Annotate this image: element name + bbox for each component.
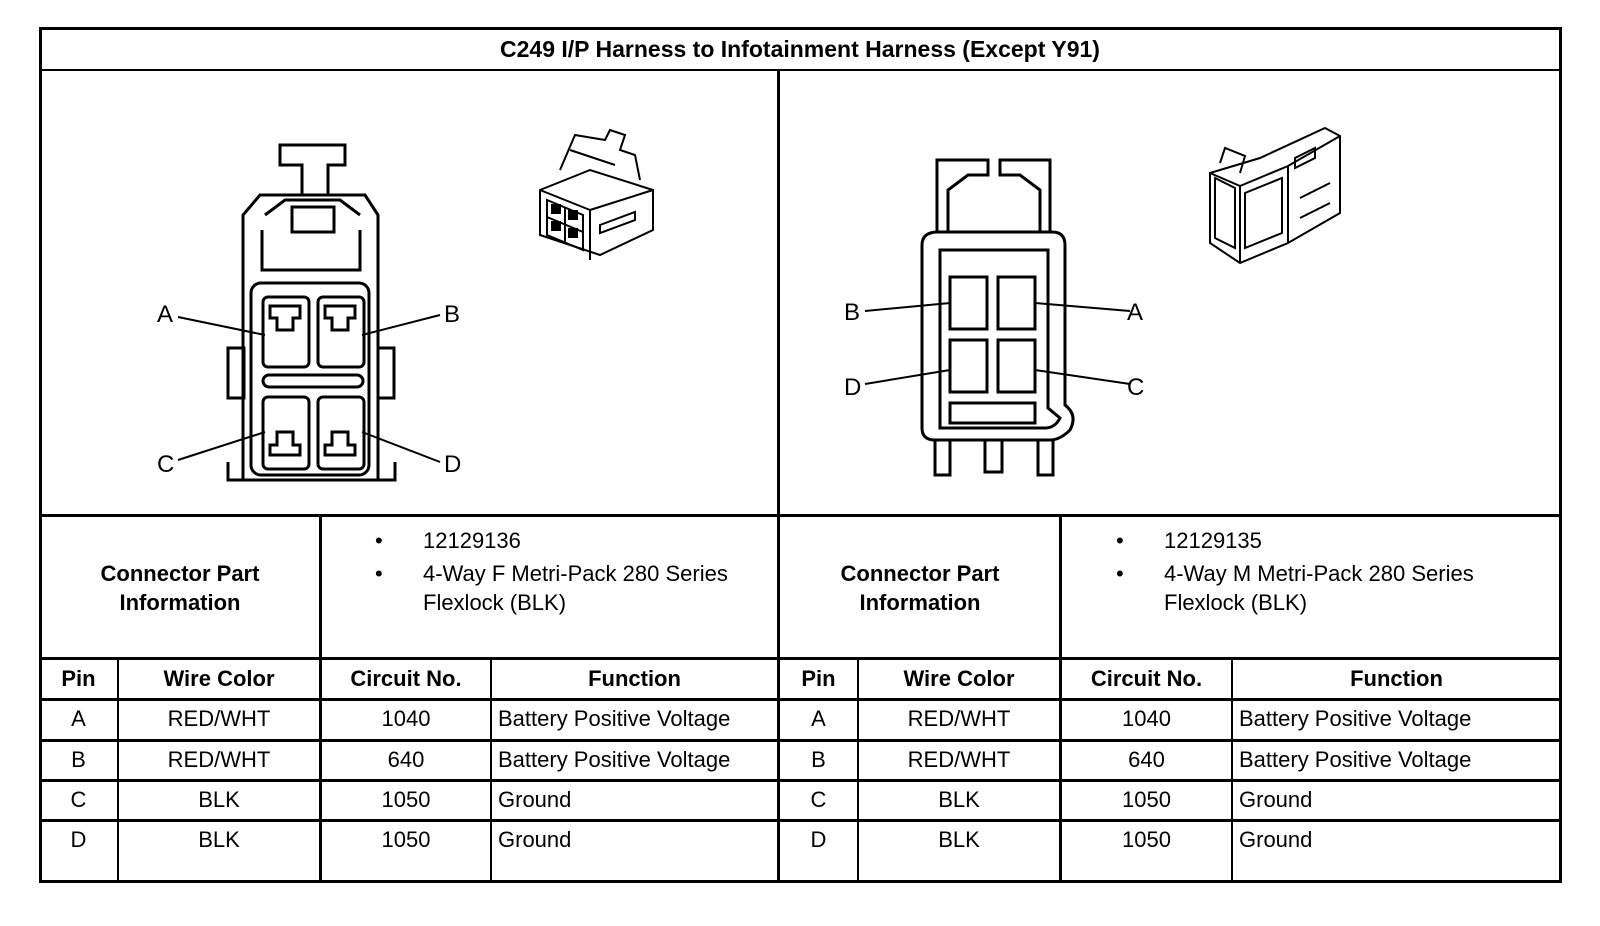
table-cell: BLK (938, 787, 980, 812)
header-wire-color-left: Wire Color (163, 666, 275, 691)
table-cell: BLK (198, 787, 240, 812)
pin-label-c-male: C (1127, 374, 1144, 401)
table-cell: 1050 (1122, 787, 1171, 812)
col-divider-l3 (490, 657, 492, 882)
row-divider-3 (40, 819, 1560, 822)
col-divider-r1 (857, 657, 859, 882)
bullet-icon: • (1116, 528, 1124, 553)
header-wire-color-right: Wire Color (903, 666, 1015, 691)
table-cell: Battery Positive Voltage (1239, 747, 1472, 772)
part-description-right: 4-Way M Metri-Pack 280 Series Flexlock (… (1164, 561, 1474, 615)
table-cell: C (70, 787, 87, 812)
header-row-top (40, 657, 1560, 660)
table-cell: RED/WHT (907, 706, 1011, 731)
table-cell: B (71, 747, 86, 772)
col-divider-l1 (117, 657, 119, 882)
header-pin-left: Pin (61, 666, 96, 691)
diagram-title: C249 I/P Harness to Infotainment Harness… (500, 36, 1100, 62)
table-cell: A (811, 706, 826, 731)
pin-label-a-male: A (1127, 299, 1143, 326)
table-cell: 1040 (1122, 706, 1171, 731)
col-divider-r3 (1231, 657, 1233, 882)
drawing-divider (40, 514, 1560, 517)
table-cell: Ground (498, 787, 572, 812)
title-divider (40, 69, 1560, 71)
female-connector-face-drawing: A B C D (157, 143, 461, 482)
female-connector-isometric-illustration (539, 128, 654, 260)
table-cell: RED/WHT (907, 747, 1011, 772)
part-number-right: 12129135 (1164, 528, 1262, 553)
table-cell: RED/WHT (167, 706, 271, 731)
bullet-icon: • (375, 561, 383, 586)
pin-label-b: B (444, 301, 460, 328)
table-cell: Ground (498, 827, 572, 852)
table-cell: Battery Positive Voltage (498, 747, 731, 772)
pin-label-d: D (444, 451, 461, 478)
header-function-right: Function (1350, 666, 1443, 691)
table-cell: 640 (387, 747, 425, 772)
table-cell: BLK (198, 827, 240, 852)
bullet-icon: • (1116, 561, 1124, 586)
table-cell: 1040 (381, 706, 431, 731)
connector-part-info-label-left: Connector Part Information (100, 561, 260, 615)
pin-label-b-male: B (844, 299, 860, 326)
row-divider-1 (40, 739, 1560, 742)
table-cell: BLK (938, 827, 980, 852)
table-cell: Ground (1239, 787, 1313, 812)
table-cell: 1050 (1122, 827, 1171, 852)
table-cell: D (70, 827, 87, 852)
header-function-left: Function (588, 666, 681, 691)
table-cell: Ground (1239, 827, 1313, 852)
bullet-icon: • (375, 528, 383, 553)
table-cell: 1050 (381, 827, 431, 852)
table-cell: D (810, 827, 827, 852)
table-cell: B (811, 747, 826, 772)
row-divider-2 (40, 779, 1560, 782)
part-number-left: 12129136 (423, 528, 521, 553)
header-circuit-left: Circuit No. (350, 666, 462, 691)
pin-label-a: A (157, 301, 173, 328)
table-cell: Battery Positive Voltage (1239, 706, 1472, 731)
table-cell: A (71, 706, 86, 731)
pin-label-d-male: D (844, 374, 861, 401)
header-row-bottom (40, 698, 1560, 701)
part-description-left: 4-Way F Metri-Pack 280 Series Flexlock (… (423, 561, 728, 615)
pin-label-c: C (157, 451, 174, 478)
table-cell: C (810, 787, 827, 812)
header-pin-right: Pin (801, 666, 836, 691)
table-cell: 640 (1128, 747, 1165, 772)
table-cell: RED/WHT (167, 747, 271, 772)
connector-part-info-label-right: Connector Part Information (840, 561, 1000, 615)
table-cell: Battery Positive Voltage (498, 706, 731, 731)
center-divider (777, 69, 780, 882)
table-cell: 1050 (381, 787, 431, 812)
male-connector-face-drawing: B A D C (844, 158, 1144, 477)
male-connector-isometric-illustration (1209, 126, 1341, 265)
diagram-frame (39, 27, 1562, 883)
header-circuit-right: Circuit No. (1090, 666, 1203, 691)
